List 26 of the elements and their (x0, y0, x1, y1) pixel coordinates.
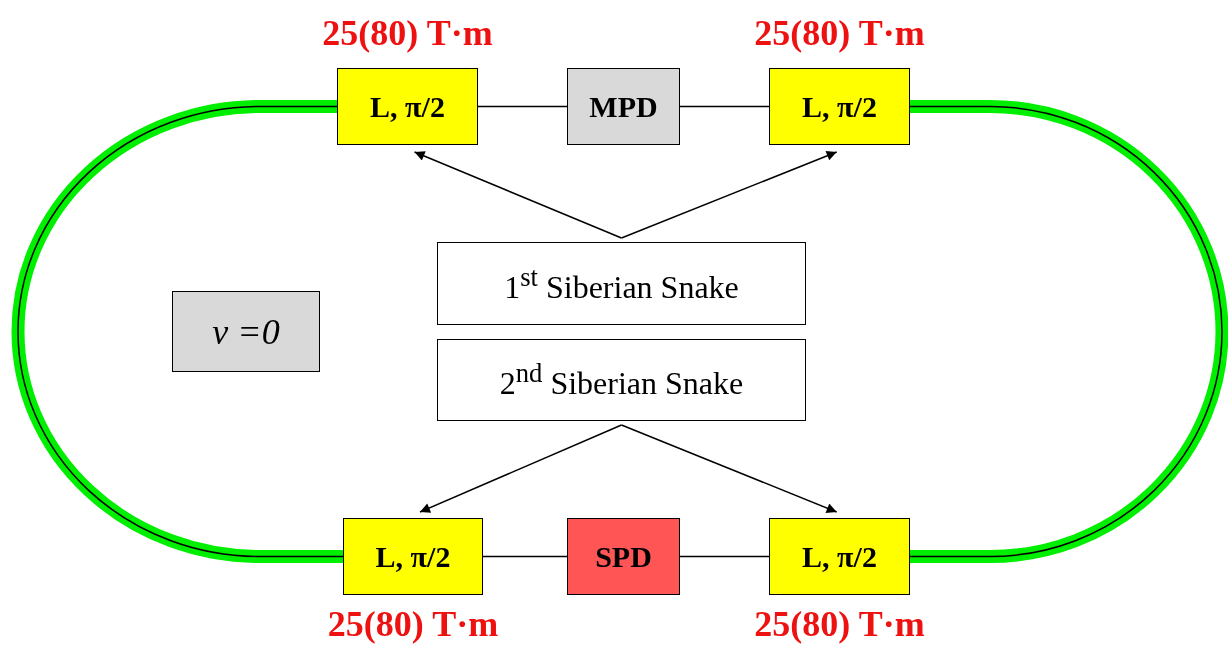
detector-box (567, 68, 680, 145)
arrow (620, 424, 838, 513)
magnet-label: L, π/2 (802, 539, 877, 574)
detector-box (567, 518, 680, 595)
magnet-label: L, π/2 (802, 89, 877, 124)
arrow (620, 151, 838, 239)
arrow (419, 424, 623, 513)
magnet-label: L, π/2 (370, 89, 445, 124)
field-strength-label: 25(80) T·m (754, 604, 925, 644)
magnet-label: L, π/2 (375, 539, 451, 574)
beam-line (477, 105, 568, 108)
beam-line (679, 105, 770, 108)
snake-label: 1$^{st}$ Siberian Snake (504, 261, 739, 306)
field-strength-label: 25(80) T·m (754, 13, 925, 53)
field-strength-label: 25(80) T·m (322, 13, 493, 53)
detector-label: SPD (595, 539, 652, 574)
detector-label: MPD (589, 89, 658, 124)
snake-box (437, 242, 806, 325)
snake-box (437, 339, 806, 421)
tune-label: ν =0 (212, 310, 280, 353)
field-strength-label: 25(80) T·m (327, 604, 499, 644)
tune-box (172, 291, 320, 372)
beam-line (679, 555, 770, 558)
arrow (413, 151, 623, 239)
snake-label: 2$^{nd}$ Siberian Snake (499, 358, 744, 402)
beam-line (482, 555, 568, 558)
